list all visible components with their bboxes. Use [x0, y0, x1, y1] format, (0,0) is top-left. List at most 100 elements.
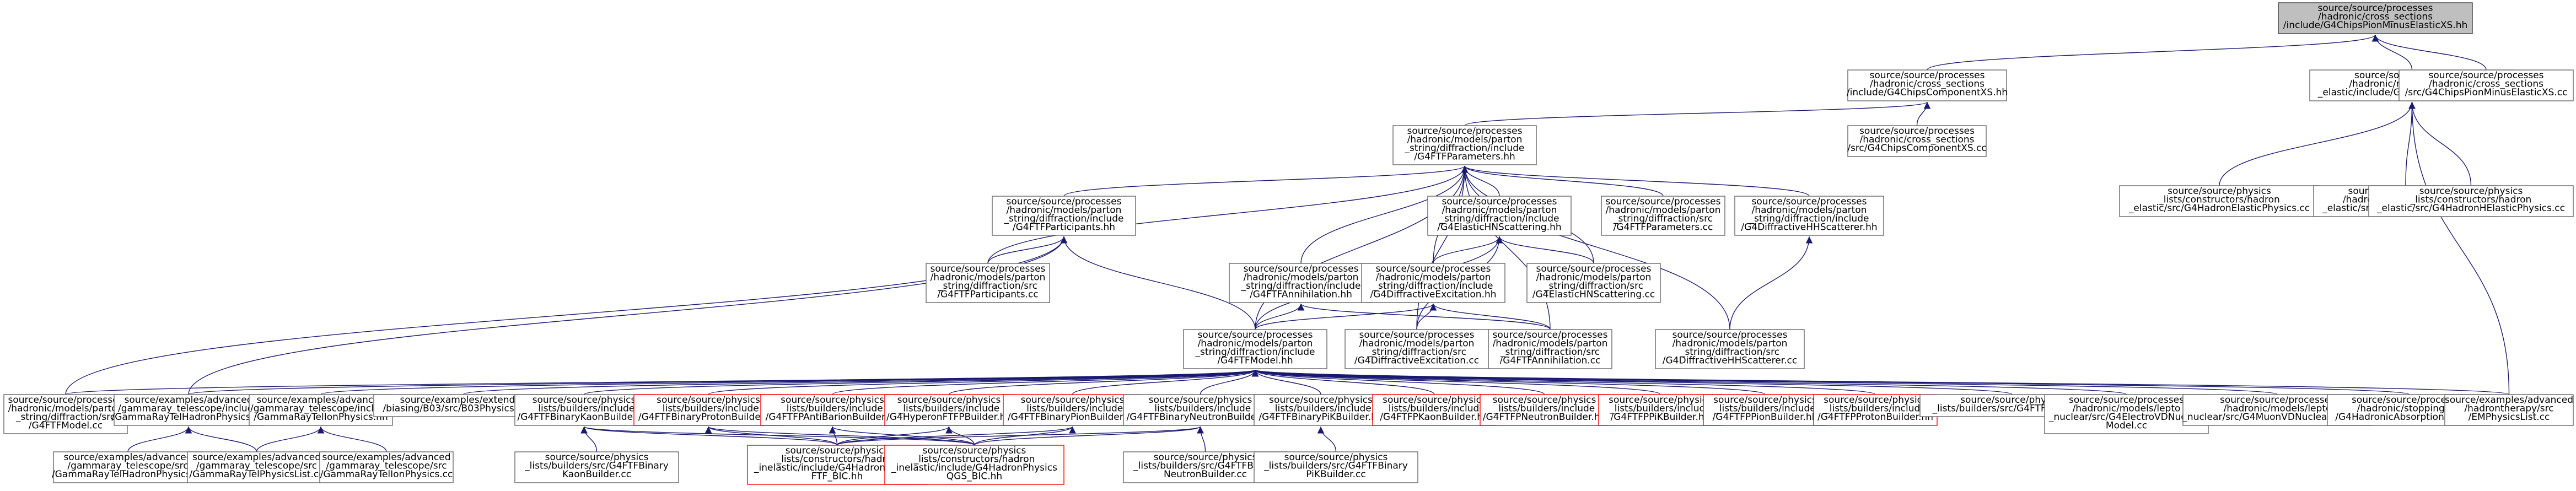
node-label-line: source/source/processes	[1407, 126, 1522, 137]
file-node-gammaRayTelHadron-cc[interactable]: source/examples/advanced/gammaray_telesc…	[52, 451, 204, 483]
edge-ftfModel_hh-to-cfNuclear_cc	[1252, 369, 2127, 395]
file-node-ftfBinaryNeutron-hh[interactable]: source/source/physics_lists/builders/inc…	[1123, 394, 1278, 426]
file-node-ftfpNeutron-hh[interactable]: source/source/physics_lists/builders/inc…	[1480, 394, 1609, 426]
node-label-line: source/source/physics	[2168, 186, 2271, 197]
node-box	[514, 451, 679, 483]
edge-compXS_hh-to-compXS_cc	[1916, 101, 1931, 126]
file-node-ftfBinaryProton-hh[interactable]: source/source/physics_lists/builders/inc…	[633, 394, 783, 426]
edge-ftfParams_hh-to-ftfParticipants_cc	[987, 165, 1469, 264]
node-label-line: source/source/physics	[1824, 395, 1927, 406]
edge-ftfModel_hh-to-ftfBinaryProton_hh	[708, 369, 1259, 395]
node-label-line: /G4ElasticHNScattering.hh	[1437, 222, 1561, 233]
node-label-line: /G4FTFBinaryProtonBuilder.hh	[638, 412, 778, 423]
node-label-line: NeutronBuilder.cc	[1164, 469, 1247, 480]
file-node-diffractiveExc-cc[interactable]: source/source/processes/hadronic/models/…	[1345, 329, 1489, 369]
file-node-ftfBinaryKaon-hh[interactable]: source/source/physics_lists/builders/inc…	[514, 394, 654, 426]
file-node-ftfpPiK-hh[interactable]: source/source/physics_lists/builders/inc…	[1598, 394, 1723, 426]
node-label-line: _string/diffraction/src	[1500, 347, 1600, 358]
node-label-line: /hadronic/models/parton	[1493, 338, 1608, 349]
node-label-line: _inelastic/include/G4HadronPhysics	[754, 462, 920, 473]
edge-ftfParams_hh-to-ftfParticipants_hh	[1063, 165, 1468, 197]
edge-ftfModel_hh-to-gammaRayTelIon_hh	[320, 369, 1259, 395]
file-node-ftfpProton-hh[interactable]: source/source/physics_lists/builders/inc…	[1813, 394, 1938, 426]
file-node-ftfBinaryPion-hh[interactable]: source/source/physics_lists/builders/inc…	[1003, 394, 1142, 426]
file-node-gammaRayTelIon-hh[interactable]: source/examples/advanced/gammaray_telesc…	[249, 394, 393, 426]
file-node-compXS-cc[interactable]: source/source/processes/hadronic/cross_s…	[1847, 125, 1987, 157]
edge-ftfModel_hh-to-emPhysicsList_cc	[1252, 369, 2510, 395]
file-node-hadronElasticPhys-cc[interactable]: source/source/physics_lists/constructors…	[2119, 185, 2320, 217]
node-label-line: _lists/builders/src/G4FTFBinary	[1133, 461, 1277, 472]
edge-ftfBinaryKaon_hh-to-hadronPhysQGS_BIC_hh	[580, 426, 975, 446]
file-node-emPhysicsList-cc[interactable]: source/examples/advanced/hadrontherapy/s…	[2444, 394, 2574, 426]
file-node-ftfModel-hh[interactable]: source/source/processes/hadronic/models/…	[1183, 329, 1327, 369]
node-label-line: source/source/processes	[1672, 330, 1787, 341]
file-node-ftfAnnihilation-hh[interactable]: source/source/processes/hadronic/models/…	[1229, 263, 1373, 303]
node-label-line: _lists/builders/src/G4FTFBinary	[1263, 461, 1408, 472]
node-label-line: /G4FTFAnnihilation.cc	[1500, 355, 1601, 366]
edge-ftfBinaryProton_hh-to-hadronPhysQGS_BIC_hh	[705, 426, 975, 446]
file-node-ftfAntiBaryon-hh[interactable]: source/source/physics_lists/builders/inc…	[760, 394, 905, 426]
node-label-line: /G4FTFParameters.cc	[1614, 222, 1713, 233]
edge-ftfModel_hh-to-ftfpNeutron_hh	[1252, 369, 1545, 395]
file-node-ftfBinaryPi-hh[interactable]: source/source/physics_lists/builders/inc…	[1254, 394, 1388, 426]
node-label-line: /hadronic/models/parton	[1376, 272, 1491, 283]
file-node-elasticHN-cc[interactable]: source/source/processes/hadronic/models/…	[1526, 263, 1661, 303]
file-node-ftfAnnihilation-cc[interactable]: source/source/processes/hadronic/models/…	[1488, 329, 1612, 369]
node-label-line: /G4FTFPPiKBuilder.hh	[1611, 412, 1711, 423]
node-label-line: _nuclear/src/G4ElectroVDNuclear	[2048, 412, 2204, 423]
file-node-diffractiveHH-hh[interactable]: source/source/processes/hadronic/models/…	[1734, 196, 1884, 236]
node-label-line: source/examples/advanced	[2445, 395, 2573, 406]
file-node-hadronPhysQGS-BIC-hh[interactable]: source/source/physics_lists/constructors…	[884, 445, 1064, 485]
node-box	[1229, 263, 1373, 303]
node-label-line: /hadronic/models/lepto	[2224, 403, 2332, 414]
file-node-ftfParams-hh[interactable]: source/source/processes/hadronic/models/…	[1392, 125, 1537, 165]
file-node-ftfModel-cc[interactable]: source/source/processes/hadronic/models/…	[3, 394, 128, 434]
node-label-line: source/examples/advanced	[64, 452, 192, 463]
file-node-hadronHElasticPhys-cc[interactable]: source/source/physics_lists/constructors…	[2368, 185, 2574, 217]
file-node-elasticHN-hh[interactable]: source/source/processes/hadronic/models/…	[1427, 196, 1572, 236]
file-node-ftfpKaon-hh[interactable]: source/source/physics_lists/builders/inc…	[1372, 394, 1497, 426]
edge-ftfBinaryKaon_hh-to-ftfBinaryKaon_cc	[580, 426, 598, 452]
node-label-line: _lists/builders/include	[1149, 403, 1251, 414]
file-node-ftfParams-cc[interactable]: source/source/processes/hadronic/models/…	[1601, 196, 1725, 236]
file-node-ftfBinaryPiK-cc[interactable]: source/source/physics_lists/builders/src…	[1254, 451, 1418, 483]
file-node-cfNuclear-cc[interactable]: source/source/processes/hadronic/models/…	[2044, 394, 2209, 434]
file-node-gammaRayTelIon-cc[interactable]: source/examples/advanced/gammaray_telesc…	[319, 451, 454, 483]
file-node-gammaRayTelPhysicsList-cc[interactable]: source/examples/advanced/gammaray_telesc…	[187, 451, 326, 483]
edge-gammaRayTelIon_hh-to-gammaRayTelPhysicsList_cc	[256, 426, 325, 452]
node-label-line: /G4DiffractiveHHScatterer.cc	[1663, 355, 1797, 366]
file-node-hyperonFTFP-hh[interactable]: source/source/physics_lists/builders/inc…	[884, 394, 1014, 426]
node-box	[1003, 394, 1142, 426]
file-node-pionMinusXS-cc[interactable]: source/source/processes/hadronic/cross_s…	[2398, 69, 2574, 101]
node-label-line: _nuclear/src/G4MuonVDNuclearModel.cc	[2182, 412, 2372, 423]
edge-ftfModel_hh-to-ftfAntiBaryon_hh	[832, 369, 1259, 395]
edge-compXS_hh-to-ftfParams_hh	[1464, 101, 1930, 126]
file-node-ftfParticipants-hh[interactable]: source/source/processes/hadronic/models/…	[992, 196, 1136, 236]
node-label-line: source/source/physics	[1609, 395, 1712, 406]
node-label-line: /GammaRayTelPhysicsList.cc	[189, 469, 324, 480]
edge-ftfBinaryProton_hh-to-hadronPhysFTF_BIC_hh	[704, 426, 838, 446]
file-node-diffractiveHH-cc[interactable]: source/source/processes/hadronic/models/…	[1655, 329, 1805, 369]
node-label-line: FTF_BIC.hh	[811, 471, 863, 482]
node-label-line: /hadronic/cross_sections	[1860, 134, 1975, 145]
edge-diffractiveHH_hh-to-diffractiveHH_cc	[1729, 236, 1813, 330]
file-node-root[interactable]: source/source/processes/hadronic/cross_s…	[2278, 2, 2473, 34]
file-node-ftfParticipants-cc[interactable]: source/source/processes/hadronic/models/…	[926, 263, 1050, 303]
node-label-line: _lists/builders/include	[1493, 403, 1595, 414]
node-label-line: /hadronic/models/lepto	[2073, 403, 2181, 414]
node-label-line: _lists/builders/include	[898, 403, 999, 414]
file-node-ftfpPion-hh[interactable]: source/source/physics_lists/builders/inc…	[1703, 394, 1827, 426]
node-box	[1847, 69, 2007, 101]
node-label-line: _lists/builders/include	[533, 403, 634, 414]
node-label-line: source/source/physics	[1154, 452, 1257, 463]
file-node-diffractiveExc-hh[interactable]: source/source/processes/hadronic/models/…	[1361, 263, 1505, 303]
node-label-line: source/examples/extended	[400, 395, 526, 406]
file-node-ftfBinaryKaon-cc[interactable]: source/source/physics_lists/builders/src…	[514, 451, 679, 483]
file-node-gammaRayTelHadron-hh[interactable]: source/examples/advanced/gammaray_telesc…	[111, 394, 266, 426]
edge-ftfParticipants_hh-to-gammaRayTelHadron_hh	[188, 236, 1068, 395]
node-label-line: /gammaray_telescope/include	[250, 403, 391, 414]
node-box	[1488, 329, 1612, 369]
file-node-compXS-hh[interactable]: source/source/processes/hadronic/cross_s…	[1847, 69, 2008, 101]
node-label-line: PiKBuilder.cc	[1306, 469, 1365, 480]
edge-elasticHN_hh-to-elasticHN_cc	[1496, 236, 1594, 264]
